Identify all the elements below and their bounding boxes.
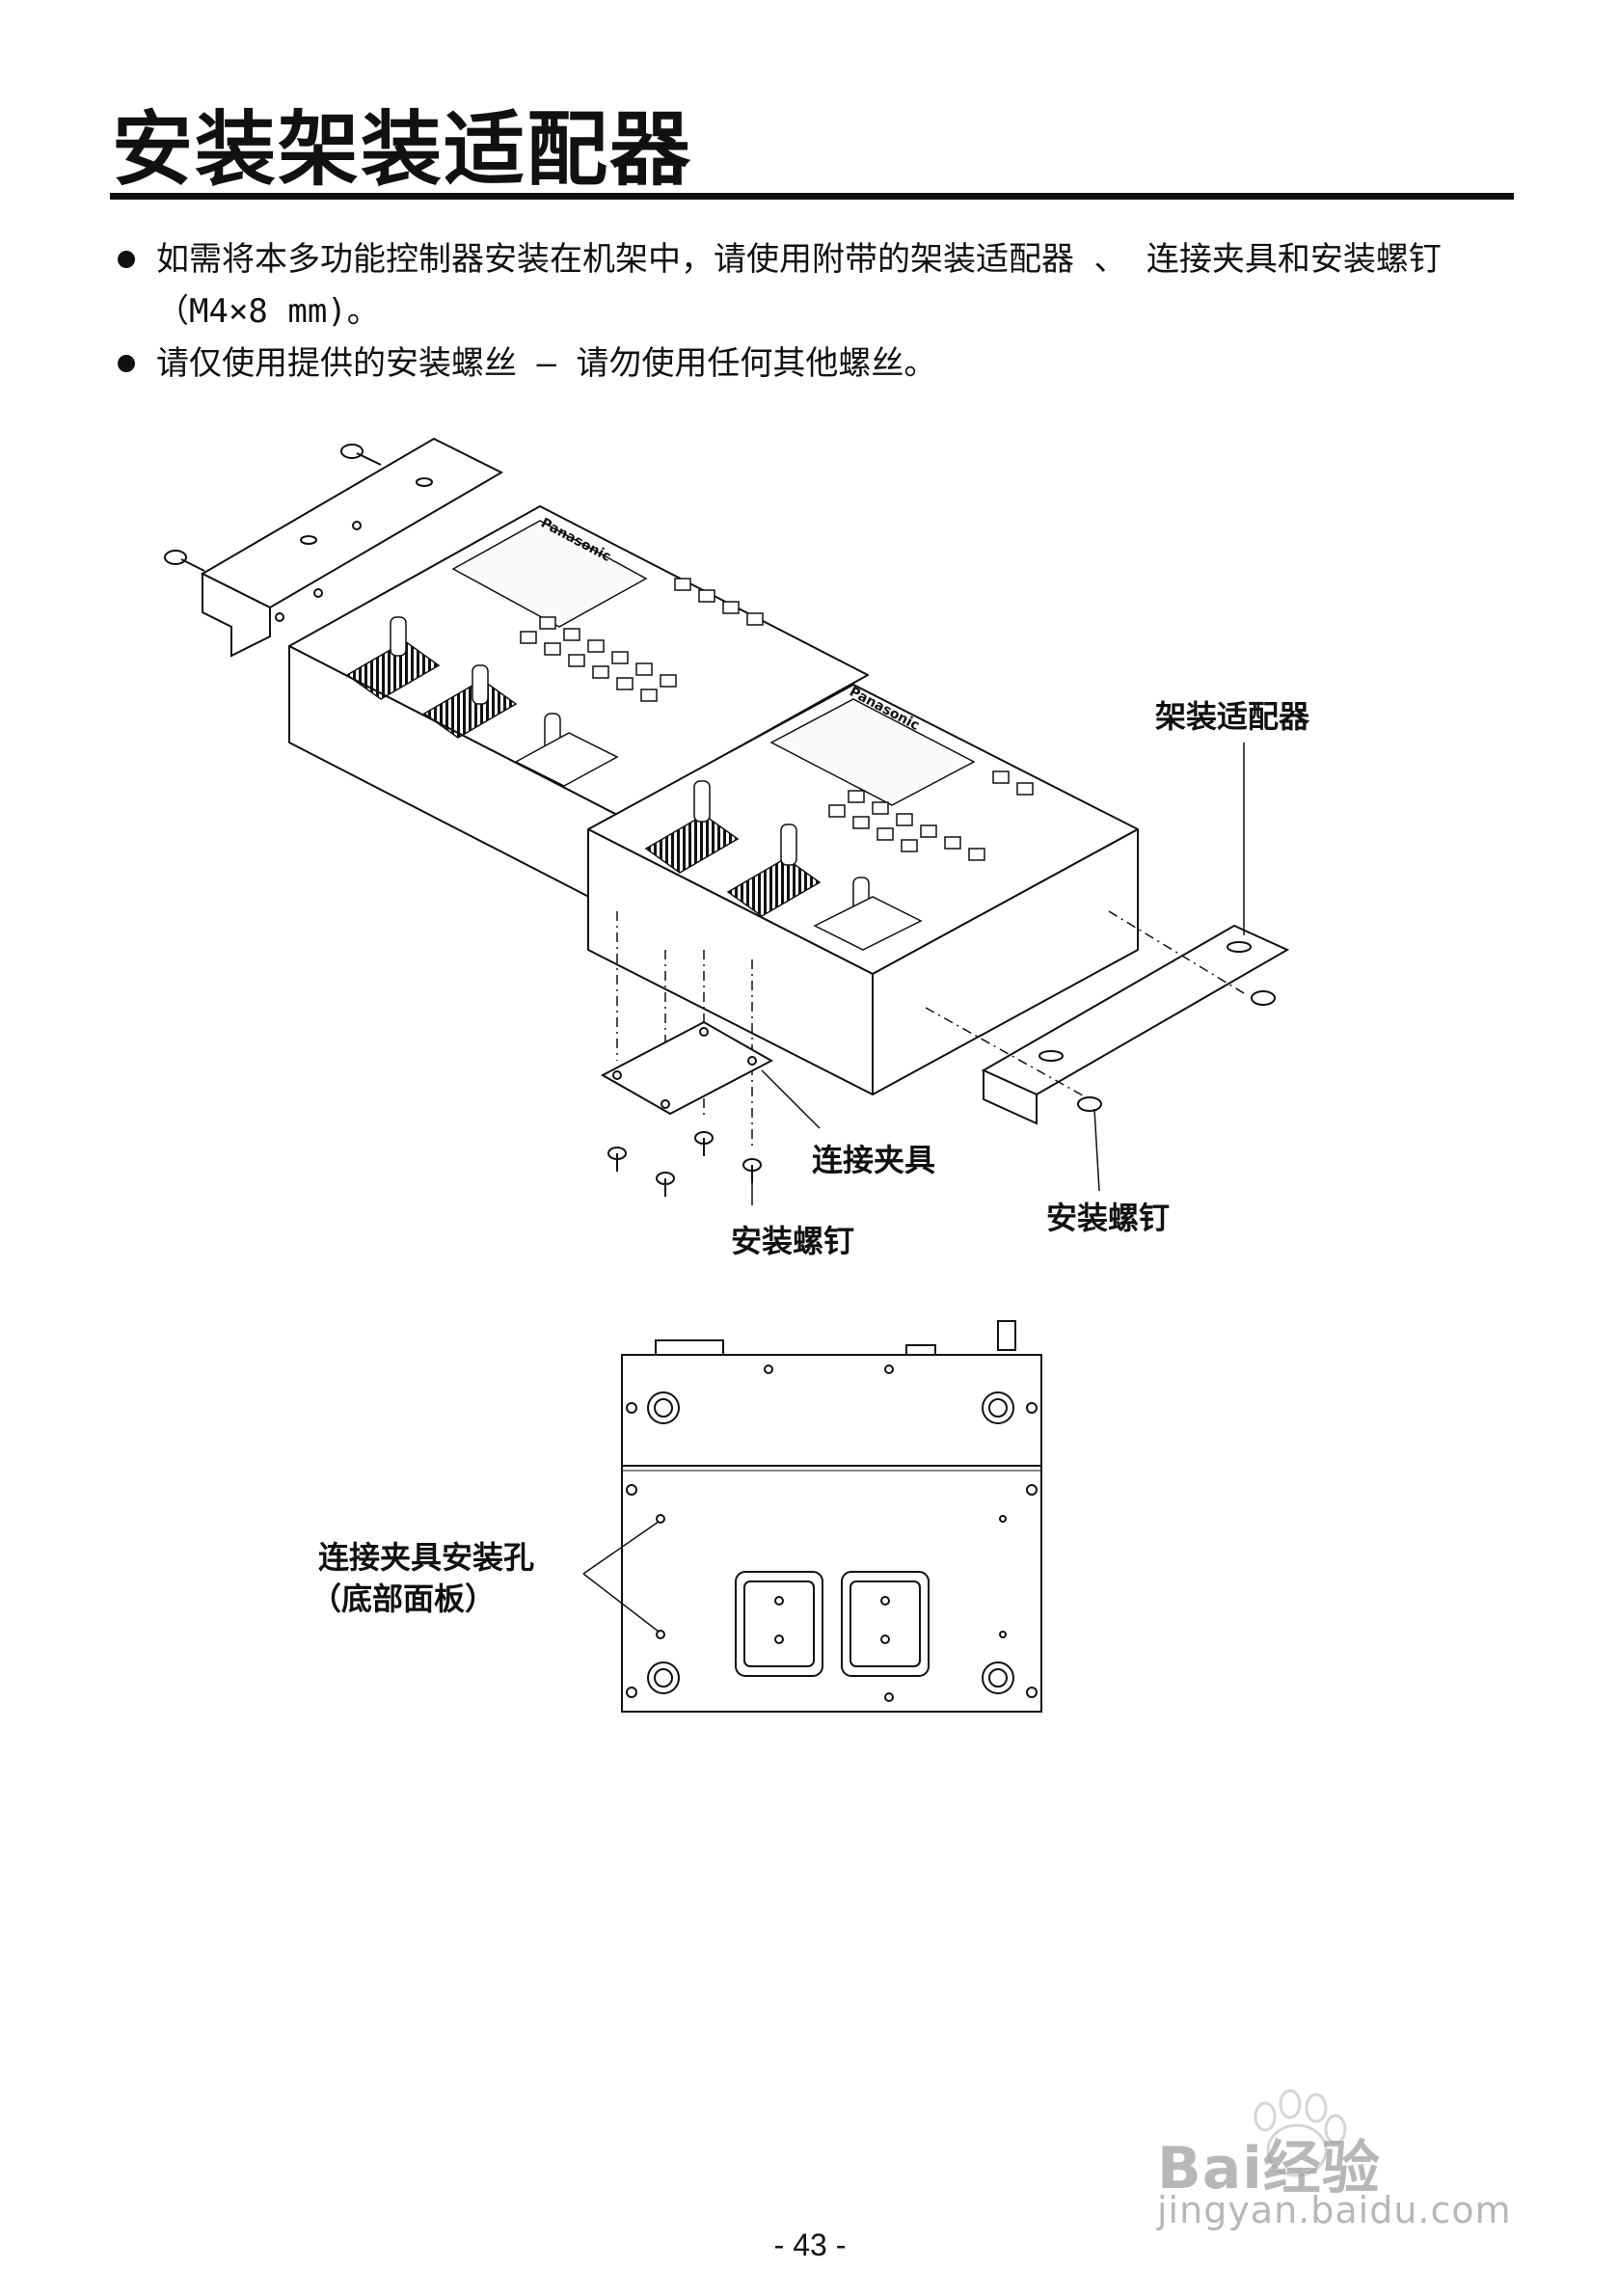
bullet-icon [118,355,135,372]
instruction-text: 如需将本多功能控制器安装在机架中，请使用附带的架装适配器 、 连接夹具和安装螺钉… [156,240,1442,331]
screw-icon [1077,990,1276,1112]
bottom-panel [621,1320,1042,1713]
title-rule [110,193,1514,200]
label-joint-holes: 连接夹具安装孔 [318,1539,535,1576]
bullet-icon [118,251,135,268]
rack-adapter-left [200,437,504,658]
label-mounting-screw-bottom: 安装螺钉 [731,1223,855,1259]
label-joint-bracket: 连接夹具 [812,1142,936,1178]
rack-adapter-right [981,924,1290,1125]
list-item: 如需将本多功能控制器安装在机架中，请使用附带的架装适配器 、 连接夹具和安装螺钉… [112,233,1510,338]
controller-assembly [288,505,1139,1095]
label-bottom-panel: （底部面板） [310,1580,497,1617]
instruction-list: 如需将本多功能控制器安装在机架中，请使用附带的架装适配器 、 连接夹具和安装螺钉… [112,233,1510,390]
instruction-text: 请仅使用提供的安装螺丝 — 请勿使用任何其他螺丝。 [156,344,937,383]
screw-icon [164,444,382,572]
leader-lines [751,743,1245,1205]
label-mounting-screw-right: 安装螺钉 [1046,1200,1171,1236]
leader-lines [582,1521,660,1633]
paw-icon [1254,2089,1347,2177]
watermark-url: jingyan.baidu.com [1157,2189,1512,2231]
buttons-left [520,578,764,702]
page-number: - 43 - [773,2228,847,2262]
page-title: 安装架装适配器 [112,102,693,197]
list-item: 请仅使用提供的安装螺丝 — 请勿使用任何其他螺丝。 [112,338,1510,390]
label-rack-adapter: 架装适配器 [1155,698,1310,735]
screw-icon [607,1131,762,1197]
joint-bracket [600,1020,774,1116]
watermark-brand: Bai经验 [1157,2135,1381,2202]
